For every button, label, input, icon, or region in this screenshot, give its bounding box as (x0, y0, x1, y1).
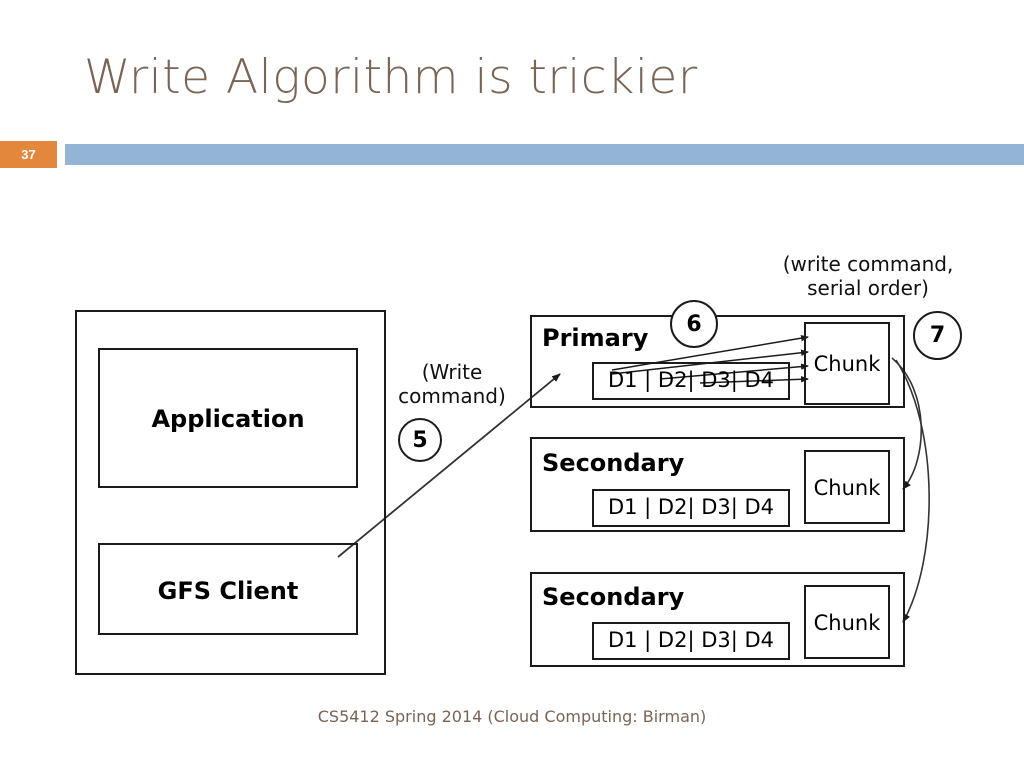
gfs-client-box[interactable] (98, 543, 358, 635)
title-divider-bar (65, 144, 1024, 165)
arrow-data-to-chunk-3 (659, 363, 809, 380)
page-title: Write Algorithm is trickier (84, 50, 698, 105)
slide-footer: CS5412 Spring 2014 (Cloud Computing: Bir… (317, 707, 707, 726)
arrow-data-to-chunk-1 (611, 334, 809, 371)
primary-server-box[interactable] (530, 315, 905, 408)
arrow-write-command (337, 373, 561, 558)
secondary-data-buffer-box-1[interactable] (592, 489, 790, 527)
step-badge-7: 7 (913, 311, 962, 360)
secondary-server-box-2[interactable] (530, 572, 905, 667)
primary-data-buffer-label: D1 | D2| D3| D4 (607, 368, 775, 392)
secondary-data-buffer-label-2: D1 | D2| D3| D4 (607, 628, 775, 652)
primary-chunk-box[interactable] (804, 322, 890, 405)
secondary-chunk-box-2[interactable] (804, 585, 890, 659)
gfs-client-label: GFS Client (157, 577, 299, 605)
page-number-badge: 37 (0, 141, 57, 168)
application-box[interactable] (98, 348, 358, 488)
client-machine-box (75, 310, 386, 675)
primary-chunk-label: Chunk (813, 352, 881, 376)
write-command-annotation: (Write command) (398, 360, 506, 409)
step-badge-5: 5 (398, 418, 442, 462)
secondary-role-label-2: Secondary (542, 583, 685, 611)
arrow-primary-to-secondary-2 (895, 359, 930, 623)
serial-order-annotation: (write command, serial order) (782, 252, 954, 301)
arrow-data-to-chunk-4 (699, 376, 809, 384)
secondary-data-buffer-box-2[interactable] (592, 622, 790, 660)
secondary-chunk-label-1: Chunk (813, 476, 881, 500)
secondary-server-box-1[interactable] (530, 437, 905, 532)
step-badge-6: 6 (670, 300, 718, 348)
secondary-data-buffer-label-1: D1 | D2| D3| D4 (607, 495, 775, 519)
secondary-chunk-box-1[interactable] (804, 450, 890, 524)
primary-role-label: Primary (542, 324, 649, 352)
secondary-chunk-label-2: Chunk (813, 611, 881, 635)
secondary-role-label-1: Secondary (542, 449, 685, 477)
application-label: Application (151, 405, 305, 433)
primary-data-buffer-box[interactable] (592, 362, 790, 400)
